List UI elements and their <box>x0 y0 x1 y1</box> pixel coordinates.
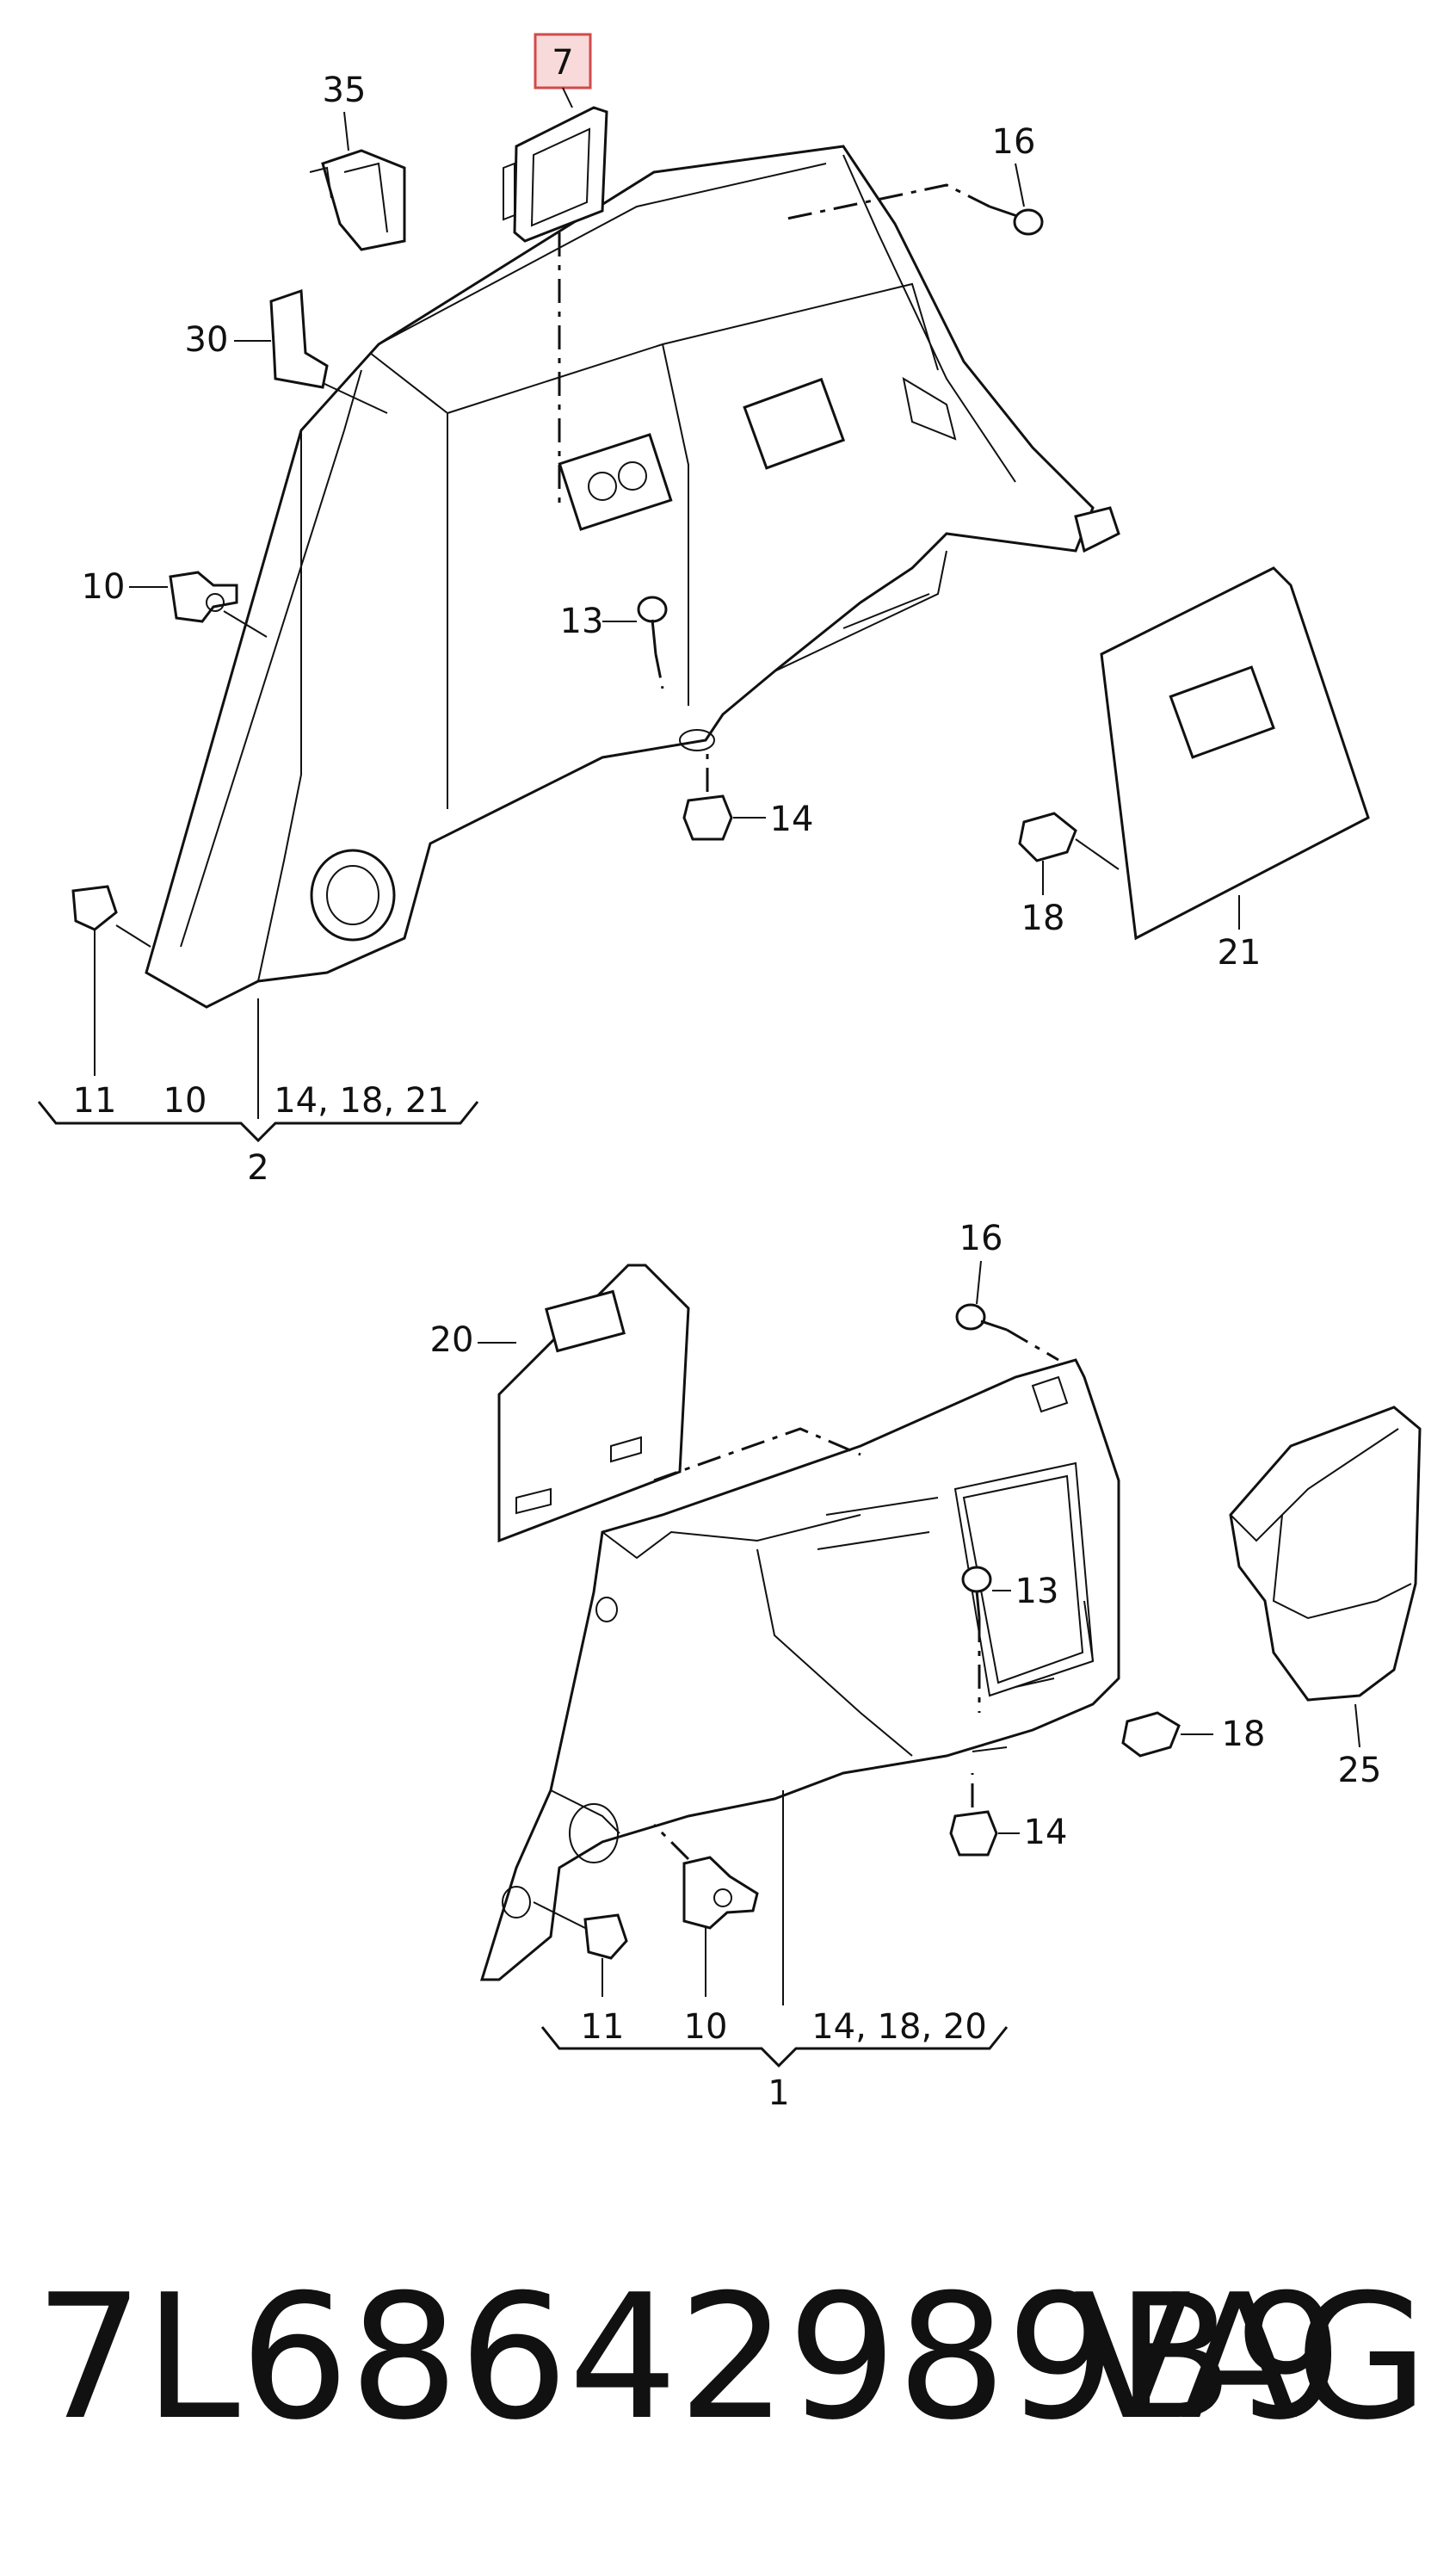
callout-18-bottom: 18 <box>1222 1715 1266 1754</box>
part-14-clip-top <box>682 794 733 841</box>
part-7-cover <box>503 106 608 243</box>
group-bracket-1: 11 10 14, 18, 20 1 <box>540 2007 1009 2113</box>
group-bottom-label-10: 10 <box>684 2007 728 2047</box>
group-bottom-label-11: 11 <box>581 2007 625 2047</box>
part-18-clip-bottom <box>1121 1711 1181 1758</box>
group-top-label-11: 11 <box>73 1081 117 1121</box>
bottom-assembly: 20 16 13 18 25 <box>430 1219 1422 2113</box>
callout-16: 16 <box>992 122 1036 162</box>
callout-21: 21 <box>1218 933 1262 973</box>
side-trim-panel-left <box>145 145 1095 1009</box>
group-top-label-10: 10 <box>163 1081 207 1121</box>
part-16-screw <box>989 205 1044 236</box>
part-14-clip-bottom <box>949 1810 998 1857</box>
part-11-clip-top <box>71 885 118 931</box>
callout-20: 20 <box>430 1320 474 1360</box>
part-18-clip-top <box>1018 812 1077 862</box>
part-30-bracket <box>269 288 329 389</box>
brand-name: VAG <box>1073 2258 1428 2458</box>
part-13-screw-top <box>637 596 668 655</box>
footer: 7L68642989B9 VAG <box>34 2255 1428 2462</box>
callout-14-top: 14 <box>770 800 814 839</box>
group-bracket-2: 11 10 14, 18, 21 2 <box>37 1081 479 1188</box>
callout-13-top: 13 <box>560 602 604 641</box>
callout-35: 35 <box>323 71 367 110</box>
handle-cutout-top <box>743 377 846 470</box>
callout-30: 30 <box>185 320 229 360</box>
callout-10-top: 10 <box>82 567 126 607</box>
callout-18-top: 18 <box>1021 899 1065 938</box>
callout-13-bottom: 13 <box>1015 1572 1059 1611</box>
part-21-cover <box>1100 566 1370 941</box>
part-35-clip <box>309 149 406 251</box>
top-assembly: 7 35 30 16 10 <box>37 33 1370 1188</box>
part-25-insulation <box>1229 1406 1422 1702</box>
speaker-opening <box>310 849 396 942</box>
group-bottom-label-rest: 14, 18, 20 <box>811 2007 987 2047</box>
callout-25: 25 <box>1338 1751 1382 1790</box>
part-number: 7L68642989B9 <box>34 2258 1344 2458</box>
part-20-cover <box>497 1264 690 1543</box>
parts-diagram: 7 35 30 16 10 <box>37 33 1422 2113</box>
callout-14-bottom: 14 <box>1024 1813 1068 1852</box>
part-16-screw-bottom <box>955 1303 1008 1332</box>
callout-16-bottom: 16 <box>959 1219 1003 1258</box>
part-10-rivet-bottom <box>682 1856 759 1930</box>
callout-7: 7 <box>552 43 573 83</box>
group-top-number: 2 <box>247 1148 268 1188</box>
part-10-rivet <box>169 571 238 623</box>
group-top-label-rest: 14, 18, 21 <box>274 1081 449 1121</box>
group-bottom-number: 1 <box>768 2073 789 2113</box>
part-13-screw-bottom <box>961 1566 992 1619</box>
part-11-clip-bottom <box>583 1913 628 1960</box>
